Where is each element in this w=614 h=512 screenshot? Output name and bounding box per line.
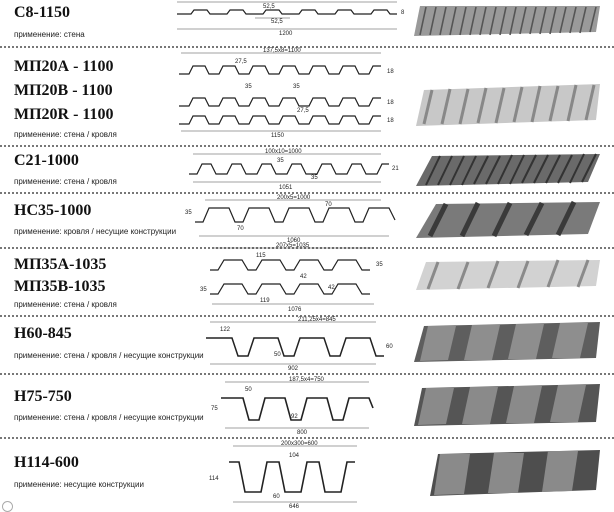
profile-name: МП20А - 1100 (14, 58, 114, 75)
dim-label: 42 (328, 285, 335, 291)
dim-label: 8 (401, 10, 405, 16)
dim-label: 35 (311, 175, 318, 181)
dim-label: 115 (256, 253, 266, 259)
dim-label: 52,5 (263, 4, 275, 10)
profile-name: Н75-750 (14, 388, 72, 405)
dim-label: 902 (288, 366, 299, 372)
profile-photo (410, 256, 606, 294)
profile-name: Н114-600 (14, 454, 79, 471)
profile-photo (410, 152, 606, 188)
profile-application: применение: несущие конструкции (14, 480, 144, 489)
dim-label: 1051 (279, 185, 293, 191)
profile-name: Н60-845 (14, 325, 72, 342)
profile-application: применение: стена / кровля (14, 130, 117, 139)
profile-photo (410, 380, 606, 432)
dim-label: 92 (291, 414, 298, 420)
dim-label: 70 (325, 202, 332, 208)
dim-label: 200x5=1000 (277, 195, 311, 201)
dim-label: 1200 (279, 31, 293, 37)
profile-drawing: 137,5x8=1100 27,5 35 35 27,5 1150 18 18 … (179, 48, 394, 139)
dim-label: 50 (245, 387, 252, 393)
dim-label: 27,5 (297, 108, 309, 114)
corner-mark (2, 501, 13, 512)
profile-photo (410, 444, 606, 502)
dim-label: 35 (185, 210, 192, 216)
dim-label: 52,5 (271, 19, 283, 25)
dim-label: 100x10=1000 (265, 149, 302, 155)
row-separator (0, 192, 614, 194)
profile-name: МП20R - 1100 (14, 106, 114, 123)
row-separator (0, 315, 614, 317)
dim-label: 18 (387, 118, 394, 124)
profile-drawing: 200x5=1000 70 35 70 1060 (185, 195, 396, 244)
profile-photo (410, 318, 606, 368)
row-separator (0, 46, 614, 48)
dim-label: 211,25x4=845 (298, 317, 336, 323)
dim-label: 27,5 (235, 59, 247, 65)
dim-label: 18 (387, 69, 394, 75)
dim-label: 137,5x8=1100 (263, 48, 301, 54)
profile-application: применение: стена (14, 30, 85, 39)
row-separator (0, 437, 614, 439)
profile-photo (410, 2, 606, 42)
row-separator (0, 373, 614, 375)
dim-label: 207x5=1035 (276, 243, 310, 249)
dim-label: 42 (300, 274, 307, 280)
dim-label: 21 (392, 166, 399, 172)
dim-label: 70 (237, 226, 244, 232)
dim-label: 1150 (271, 133, 285, 139)
profile-name: МП35В-1035 (14, 278, 106, 295)
dim-label: 75 (211, 406, 218, 412)
profile-application: применение: стена / кровля / несущие кон… (14, 351, 204, 360)
profile-photo (410, 78, 606, 130)
profile-drawing: 207x5=1035 115 42 42 119 1076 35 35 (200, 243, 383, 313)
dim-label: 187,5x4=750 (289, 377, 325, 383)
dim-label: 119 (260, 298, 270, 304)
profile-application: применение: кровля / несущие конструкции (14, 227, 177, 236)
profile-application: применение: стена / кровля (14, 177, 117, 186)
dim-label: 646 (289, 504, 300, 510)
profile-application: применение: стена / кровля / несущие кон… (14, 413, 204, 422)
profile-name: МП20В - 1100 (14, 82, 113, 99)
profile-name: С21-1000 (14, 152, 79, 169)
profile-drawing: 211,25x4=845 122 50 902 60 (206, 317, 393, 372)
dim-label: 35 (293, 84, 300, 90)
row-separator (0, 145, 614, 147)
dim-label: 35 (200, 287, 207, 293)
dim-label: 50 (274, 352, 281, 358)
dim-label: 1076 (288, 307, 302, 313)
profile-application: применение: стена / кровля (14, 300, 117, 309)
dim-label: 122 (220, 327, 231, 333)
dim-label: 35 (376, 262, 383, 268)
dim-label: 1060 (287, 238, 301, 244)
profile-drawing: 200x300=600 104 114 60 646 (209, 441, 357, 510)
dim-label: 60 (273, 494, 280, 500)
dim-label: 35 (245, 84, 252, 90)
dim-label: 200x300=600 (281, 441, 318, 447)
dim-label: 60 (386, 344, 393, 350)
profile-name: НС35-1000 (14, 202, 92, 219)
profile-name: С8-1150 (14, 4, 70, 21)
profile-drawing: 52,5 52,5 1200 8 (177, 1, 405, 37)
dim-label: 104 (289, 453, 300, 459)
profile-drawing: 100x10=1000 35 35 1051 21 (189, 149, 399, 191)
dim-label: 18 (387, 100, 394, 106)
dim-label: 800 (297, 430, 308, 436)
profile-name: МП35А-1035 (14, 256, 107, 273)
profile-drawing: 187,5x4=750 50 75 92 800 (211, 377, 374, 436)
dim-label: 35 (277, 158, 284, 164)
profile-photo (410, 200, 606, 242)
dim-label: 114 (209, 476, 219, 482)
